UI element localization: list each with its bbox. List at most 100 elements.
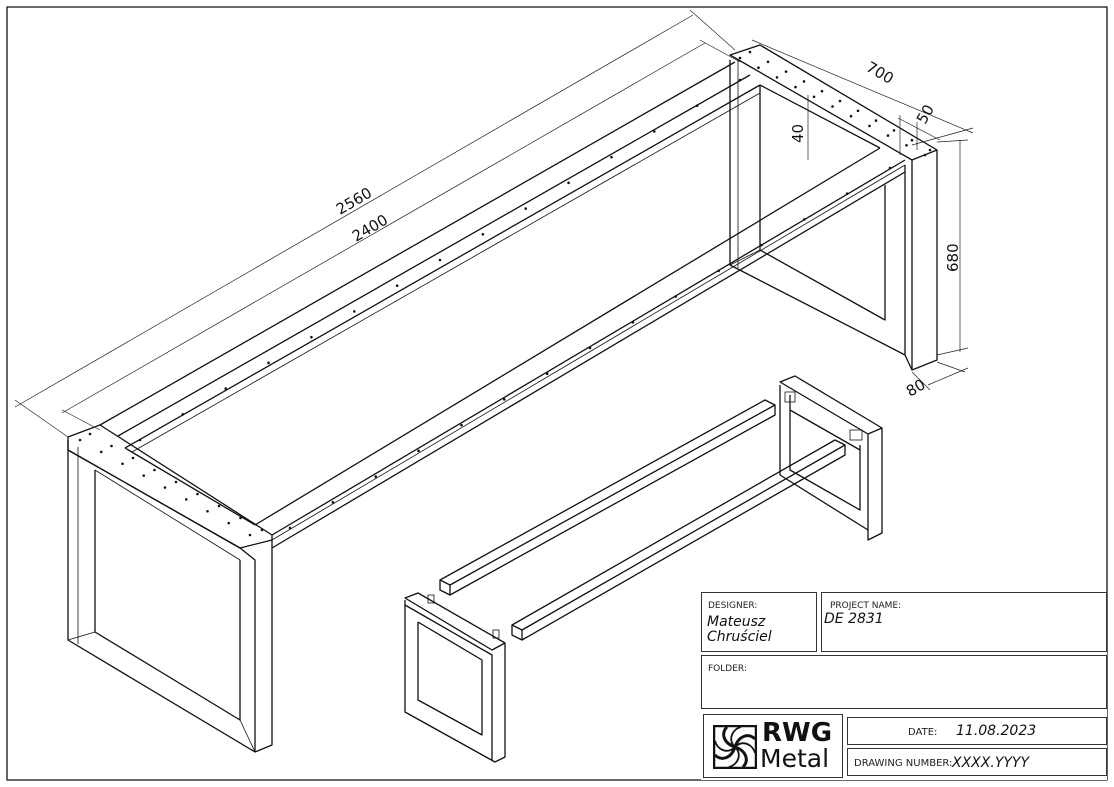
rwg-logo-icon (713, 725, 757, 769)
hole (588, 346, 592, 350)
hole (206, 509, 209, 513)
hole (460, 423, 463, 427)
designer-last-name: Chruściel (707, 629, 772, 645)
hole (928, 148, 932, 152)
hole (438, 258, 442, 262)
hole (802, 218, 806, 221)
project-cell: PROJECT NAME: DE 2831 (821, 592, 1107, 652)
rear-rail (99, 61, 761, 453)
hole (331, 500, 335, 504)
hole (631, 320, 635, 324)
logo-metal: Metal (760, 744, 830, 773)
hole (820, 89, 824, 93)
hole (849, 114, 853, 118)
hole (153, 468, 156, 472)
drawing-number-cell: DRAWING NUMBER: XXXX.YYYY (847, 748, 1107, 776)
hole (227, 521, 231, 525)
right-leg (729, 44, 938, 371)
hole (888, 166, 892, 170)
hole (142, 474, 146, 477)
hole (802, 80, 806, 83)
hole (78, 438, 82, 442)
crossbar-front (124, 84, 881, 526)
hole (88, 432, 92, 436)
hole (717, 269, 720, 273)
hole (838, 99, 842, 103)
hole (766, 60, 770, 64)
hole (831, 105, 834, 108)
left-leg (67, 424, 273, 753)
dim-leg-width: 80 (903, 375, 929, 400)
hole (224, 387, 228, 390)
hole (395, 284, 399, 288)
hole (502, 398, 506, 401)
date-label: DATE: (908, 727, 938, 738)
hole (181, 412, 185, 416)
hole (610, 155, 613, 159)
hole (757, 66, 760, 69)
hole (267, 361, 270, 365)
exploded-frame (404, 375, 883, 763)
logo-rwg: RWG (762, 718, 833, 748)
designer-cell: DESIGNER: Mateusz Chruściel (701, 592, 817, 652)
hole (845, 192, 849, 196)
hole (868, 124, 871, 128)
hole (110, 444, 113, 448)
hole (874, 119, 878, 122)
hole (923, 153, 927, 157)
designer-label: DESIGNER: (708, 601, 758, 611)
folder-cell: FOLDER: (701, 655, 1107, 709)
small-rail-rear (439, 399, 776, 596)
title-block: DESIGNER: Mateusz Chruściel PROJECT NAME… (701, 592, 1107, 780)
hole (217, 504, 221, 508)
hole (239, 516, 242, 520)
hole (905, 144, 908, 147)
hole (417, 449, 420, 453)
hole (812, 95, 816, 99)
hole (674, 295, 678, 298)
hole (738, 78, 742, 82)
hole (567, 181, 570, 185)
dim-leg-depth: 50 (913, 101, 938, 127)
project-label: PROJECT NAME: (830, 601, 902, 611)
hole (695, 104, 699, 108)
hole (121, 462, 124, 466)
small-right-leg (779, 375, 883, 541)
hole (738, 56, 742, 60)
hole (760, 243, 763, 247)
hole (174, 480, 178, 484)
dim-overall-length: 2560 (333, 184, 375, 219)
hole (288, 526, 292, 530)
dimension-lines (14, 9, 974, 438)
hole (248, 533, 252, 537)
dim-width: 700 (863, 58, 897, 88)
logo-cell: RWG Metal (703, 714, 843, 778)
dim-height: 680 (944, 243, 962, 272)
small-rail-front (511, 439, 846, 641)
folder-label: FOLDER: (708, 664, 747, 674)
hole (374, 475, 378, 478)
drawing-number-value: XXXX.YYYY (952, 755, 1030, 771)
hole (784, 70, 788, 73)
mounting-holes (78, 50, 932, 537)
hole (99, 450, 103, 454)
hole (775, 76, 779, 79)
hole (524, 207, 528, 210)
hole (910, 138, 914, 142)
dim-inner-length: 2400 (349, 211, 391, 246)
date-cell: DATE: 11.08.2023 (847, 717, 1107, 745)
hole (196, 492, 199, 496)
project-value: DE 2831 (824, 611, 884, 627)
hole (794, 85, 797, 89)
hole (481, 232, 485, 236)
hole (310, 335, 313, 339)
hole (131, 456, 135, 460)
front-rail (254, 147, 906, 549)
hole (545, 372, 549, 376)
hole (260, 528, 264, 532)
sheet-border (6, 6, 1108, 781)
small-left-leg (404, 592, 506, 763)
dim-beam-height: 40 (789, 124, 807, 143)
hole (892, 129, 896, 132)
